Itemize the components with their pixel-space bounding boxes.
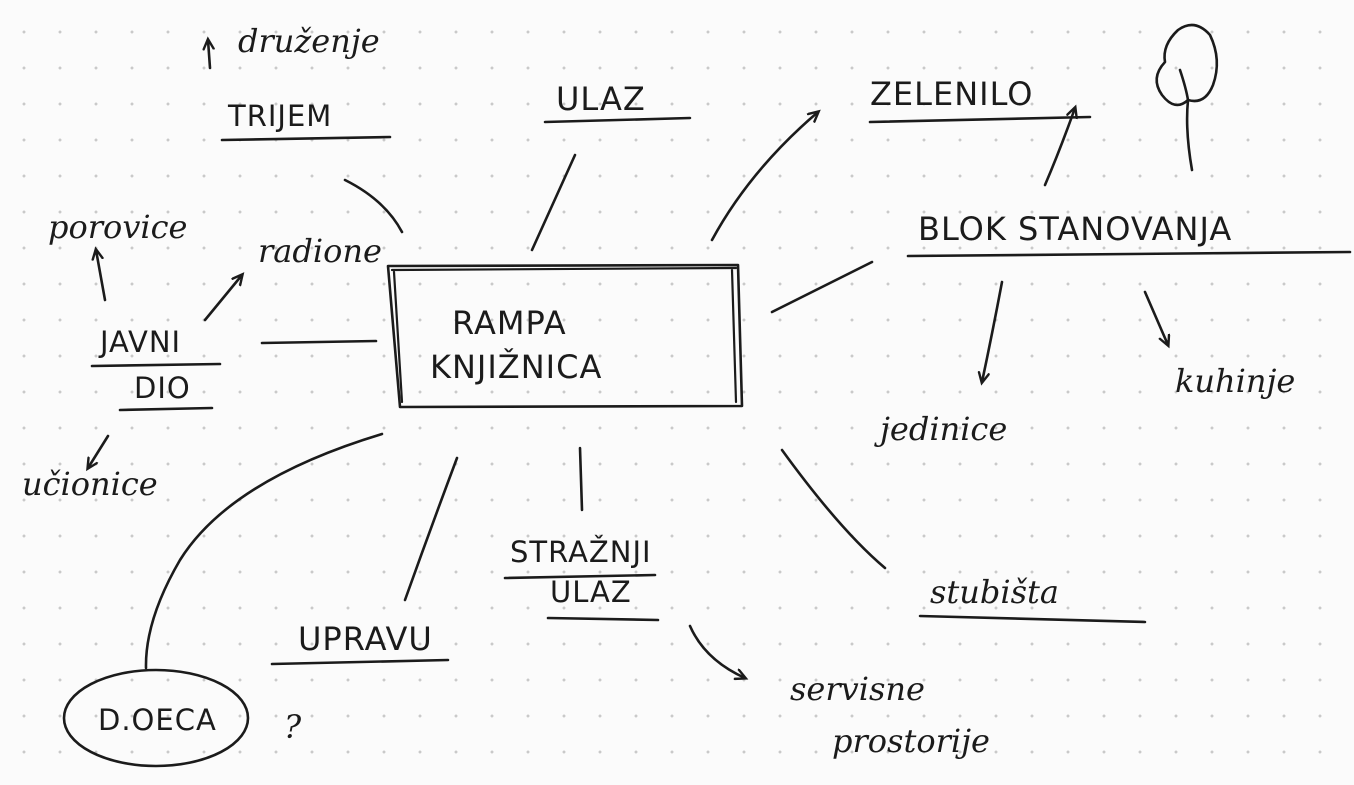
node-straznji-ulaz: ULAZ <box>550 575 632 609</box>
node-ulaz: ULAZ <box>556 80 646 118</box>
node-jedinice: jedinice <box>874 410 1007 448</box>
node-doeca: D.OECA <box>98 703 217 737</box>
node-trijem: TRIJEM <box>227 99 332 133</box>
center-label-knjiznica: KNJIŽNICA <box>430 348 602 386</box>
underline-javni-dio <box>118 406 214 412</box>
arrow-to-jedinice <box>982 280 1004 382</box>
node-porovice: porovice <box>48 208 187 246</box>
node-javni: JAVNI <box>98 325 181 359</box>
center-label-rampa: RAMPA <box>452 304 567 342</box>
line-center-ulaz <box>530 153 577 252</box>
underline-straznji <box>503 573 657 580</box>
line-center-stubista <box>780 448 887 570</box>
node-servisne: servisne <box>790 670 925 708</box>
node-upravu: UPRAVU <box>298 620 433 658</box>
node-question: ? <box>284 708 302 746</box>
line-center-blok <box>770 260 874 314</box>
node-javni-dio: DIO <box>134 371 191 405</box>
center-box <box>386 263 744 409</box>
arrow-to-radione <box>203 275 242 322</box>
arrow-to-druzenje <box>208 40 210 70</box>
arrow-to-ucionice <box>88 434 110 468</box>
node-druzenje: druženje <box>238 22 380 60</box>
line-center-upravu <box>403 456 459 602</box>
underline-straznji-ulaz <box>546 616 660 622</box>
tree-sketch-icon <box>1155 23 1219 172</box>
node-prostorije: prostorije <box>832 722 990 760</box>
underline-stubista <box>918 614 1147 624</box>
underline-zelenilo <box>868 115 1092 124</box>
line-center-trijem <box>343 178 404 234</box>
underline-upravu <box>270 658 450 666</box>
line-center-doeca <box>144 432 384 670</box>
oval-doeca <box>62 668 250 768</box>
node-blok-stanovanja: BLOK STANOVANJA <box>918 210 1232 248</box>
node-stubista: stubišta <box>930 573 1059 611</box>
arrow-blok-to-zelenilo <box>1043 108 1075 187</box>
underline-blok <box>906 250 1352 258</box>
arrow-to-porovice <box>96 250 107 302</box>
arrow-to-kuhinje <box>1143 290 1168 345</box>
arrow-to-servisne <box>688 624 745 678</box>
line-center-javni <box>260 339 378 345</box>
line-center-straznji <box>578 446 584 512</box>
underline-javni <box>90 362 222 368</box>
node-radione: radione <box>258 232 382 270</box>
underline-ulaz <box>543 116 692 124</box>
underline-trijem <box>220 135 392 142</box>
node-zelenilo: ZELENILO <box>870 75 1033 113</box>
node-ucionice: učionice <box>22 465 158 503</box>
arrow-to-zelenilo <box>710 112 818 242</box>
node-straznji: STRAŽNJI <box>510 535 652 569</box>
node-kuhinje: kuhinje <box>1175 362 1295 400</box>
